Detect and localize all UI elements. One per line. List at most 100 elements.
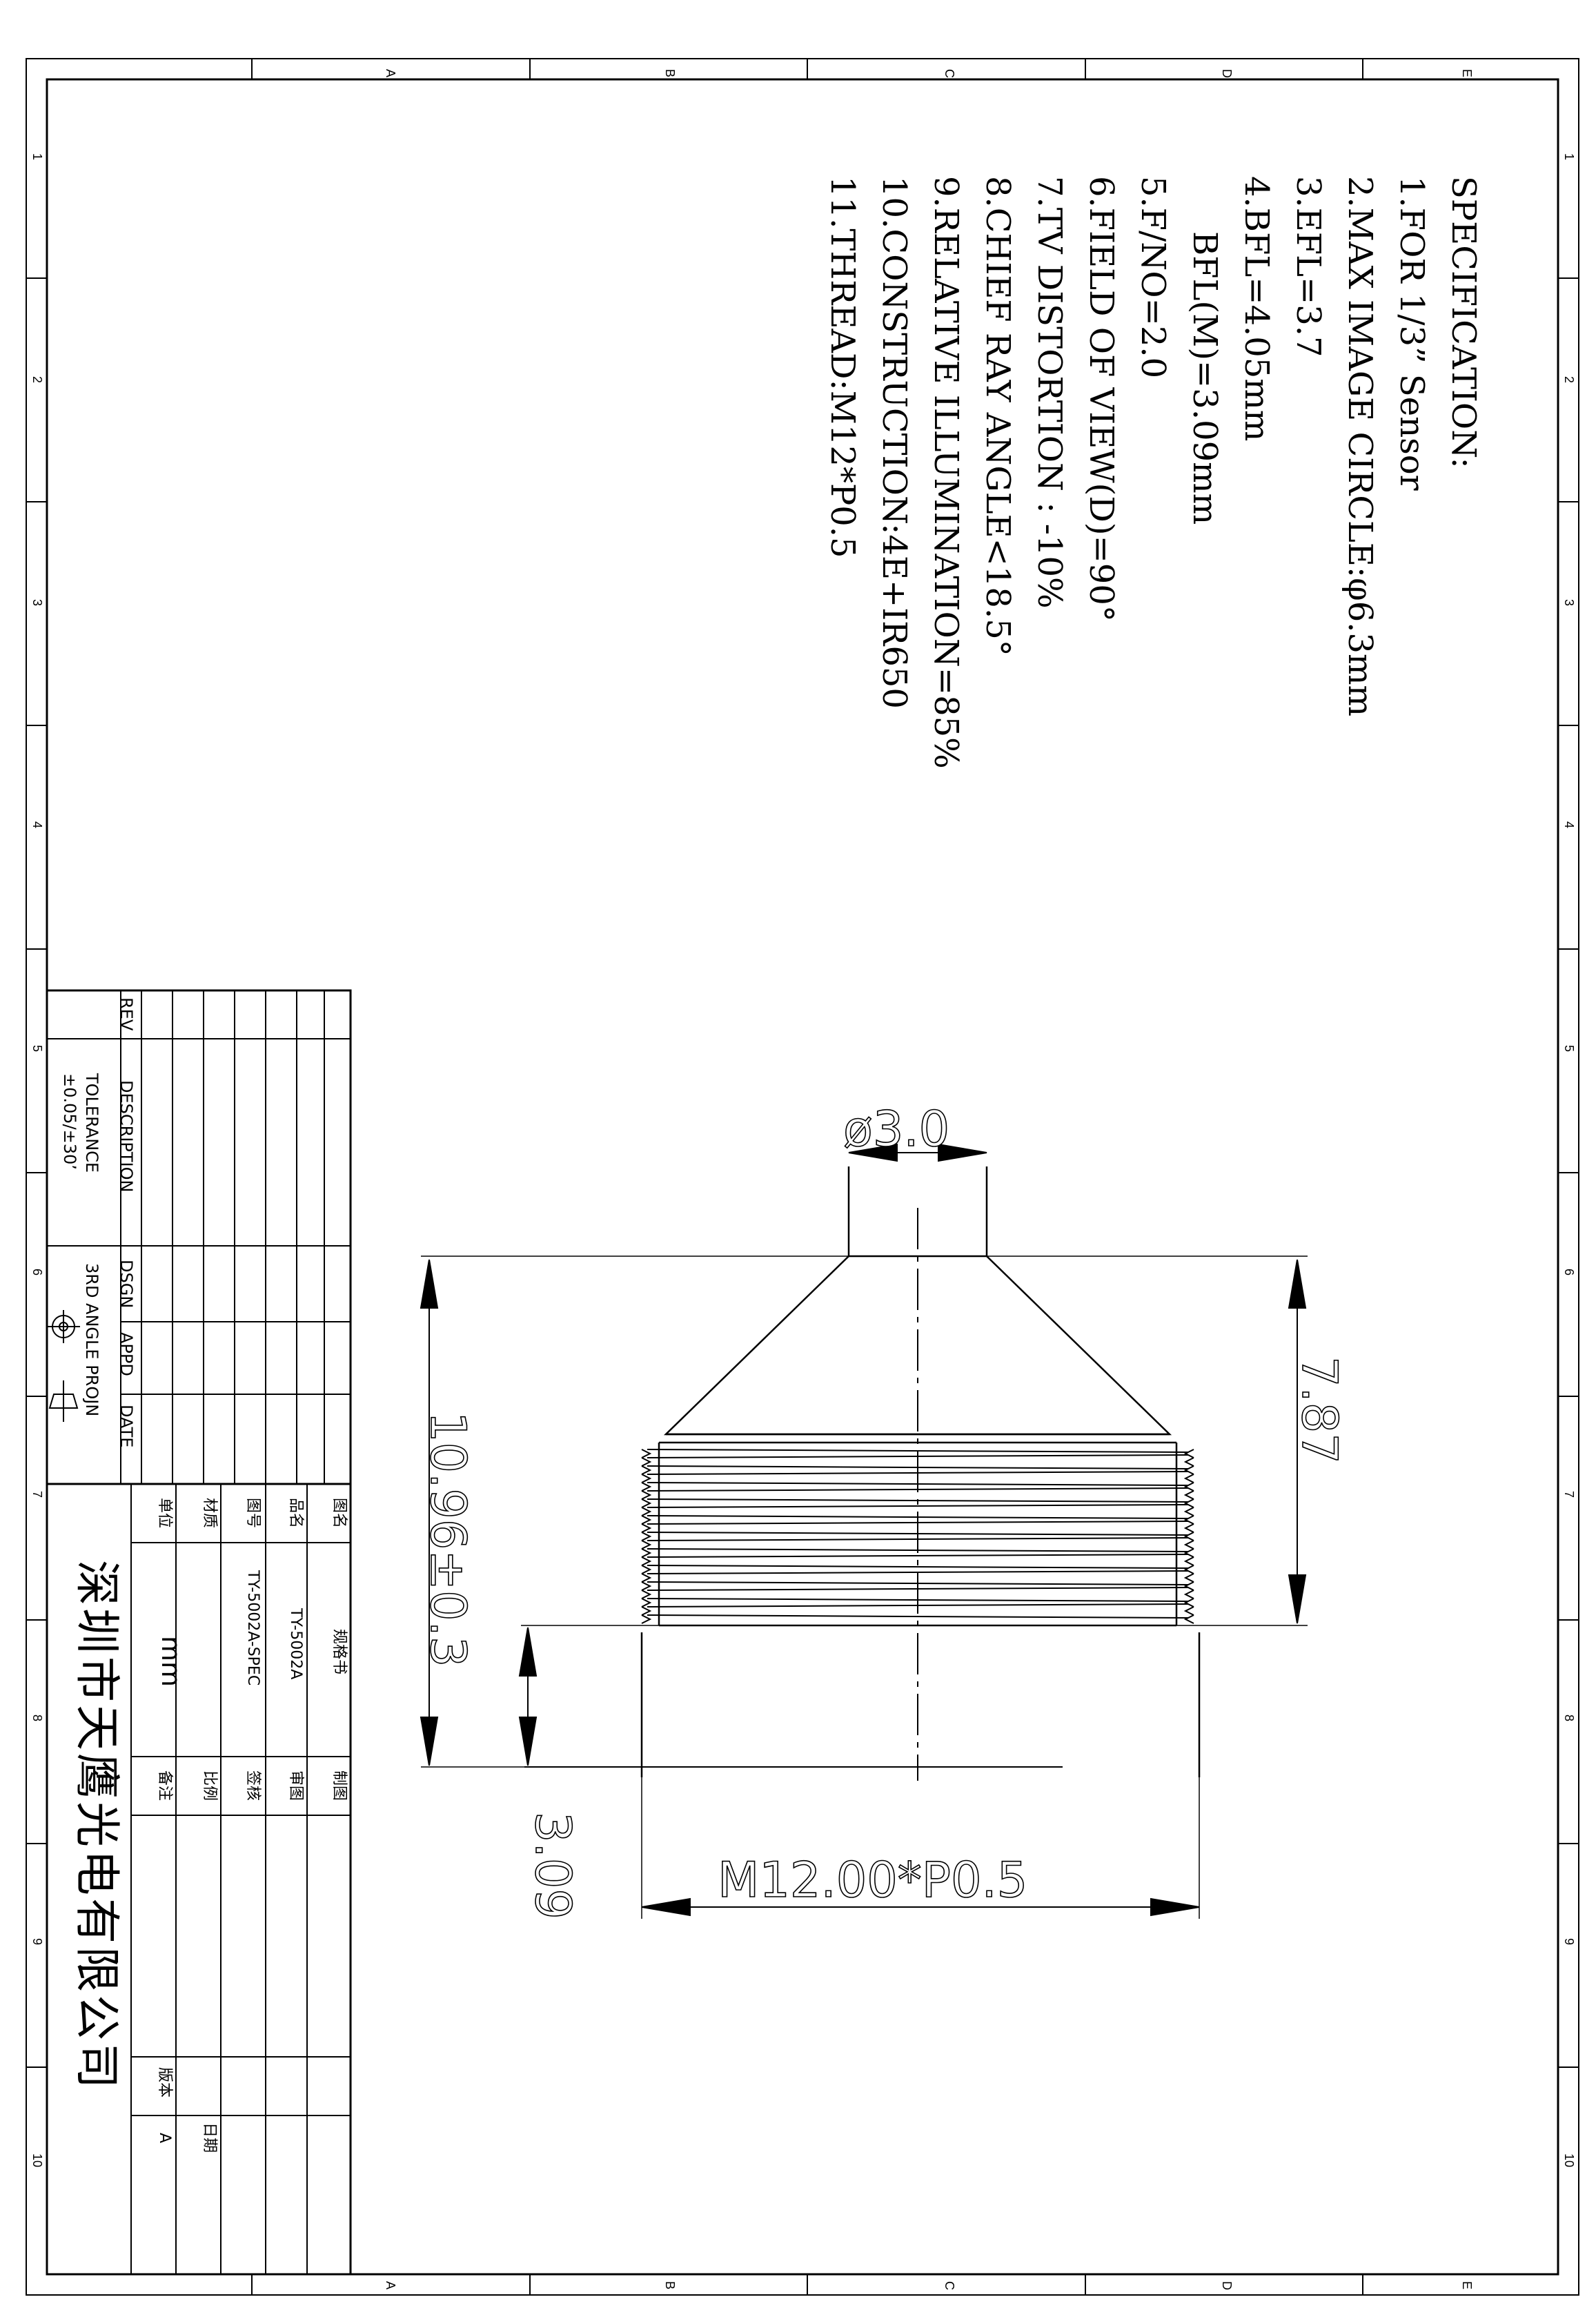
thread-tooth-left [641,1540,652,1550]
drawn-label: 制图 [331,1770,348,1801]
thread-tooth-left [641,1507,652,1516]
spec-line-3: 3.EFL=3.7 [1289,176,1328,358]
unit-label: 单位 [156,1498,173,1528]
thread-tooth-left [641,1581,652,1591]
dim-height-cone: 7.87 [1291,1356,1348,1464]
spec-line-10: 10.CONSTRUCTION:4E+IR650 [875,176,914,709]
thread-line [647,1548,1189,1552]
drawing-frame: A B C D E A B C D E 1 2 3 4 5 6 7 8 9 10… [26,58,1579,2296]
spec-line-9: 9.RELATIVE ILLUMINATION=85% [927,176,965,769]
product-value: TY-5002A [287,1608,304,1679]
version-label: 版本 [156,2067,173,2098]
thread-lines [641,1449,1194,1624]
zone-number-7-right: 7 [1562,1491,1576,1498]
date-label: DATE [117,1405,136,1447]
thread-line [647,1598,1189,1602]
arrow-height-cone-top [1288,1259,1307,1309]
thread-tooth-left [641,1474,652,1483]
zone-letter-c-top: C [943,69,956,78]
fig-name-label: 图名 [331,1498,348,1528]
spec-line-11: 11.THREAD:M12*P0.5 [823,176,862,558]
thread-tooth-right [1183,1548,1194,1558]
zone-ticks-horizontal [251,59,1363,2295]
spec-line-8: 8.CHIEF RAY ANGLE<18.5° [978,176,1017,656]
thread-tooth-left [641,1573,652,1583]
remark-label: 备注 [156,1770,173,1801]
arrow-top-diameter-right [938,1143,987,1162]
zone-number-7-left: 7 [30,1491,44,1498]
arrow-thread-right [1150,1897,1200,1917]
zone-number-8-left: 8 [30,1714,44,1721]
date-cn-label: 日期 [201,2122,218,2153]
thread-line [647,1554,1189,1558]
thread-tooth-left [641,1606,652,1616]
arrow-total-length-top [420,1259,439,1309]
dimension-annotations [420,1143,1307,1917]
thread-line [647,1515,1189,1519]
zone-letter-b-top: B [663,69,677,77]
thread-tooth-right [1183,1581,1194,1591]
thread-line [647,1532,1189,1536]
projection-label: 3RD ANGLE PROJN [82,1263,101,1416]
zone-letter-d-bottom: D [1220,2281,1234,2290]
thread-tooth-right [1183,1540,1194,1550]
scale-label: 比例 [201,1770,218,1801]
thread-tooth-right [1183,1556,1194,1566]
drawing-no-label: 图号 [244,1498,262,1528]
approve-label: 签核 [244,1770,262,1801]
dim-thread: M12.00*P0.5 [718,1852,1027,1908]
thread-tooth-right [1183,1449,1194,1458]
zone-number-4-left: 4 [30,821,44,828]
arrow-total-length-bottom [420,1717,439,1766]
thread-line [647,1581,1189,1585]
thread-tooth-right [1183,1565,1194,1574]
zone-letter-a-top: A [384,69,397,77]
thread-tooth-right [1183,1606,1194,1616]
third-angle-projection-icon [47,1310,80,1422]
zone-letter-c-bottom: C [943,2281,956,2290]
thread-tooth-right [1183,1598,1194,1608]
zone-letter-e-top: E [1460,69,1474,77]
thread-line [647,1603,1189,1608]
zone-number-10-right: 10 [1562,2153,1576,2167]
zone-number-1-right: 1 [1562,153,1576,160]
thread-tooth-left [641,1515,652,1525]
dim-top-diameter: ø3.0 [843,1101,949,1157]
fig-name-value: 规格书 [331,1629,348,1674]
spec-line-4b: BFL(M)=3.09mm [1185,231,1224,525]
thread-line [647,1465,1189,1469]
arrow-back-length-top [518,1627,538,1677]
dim-total-length: 10.96±0.3 [420,1411,476,1667]
zone-number-2-left: 2 [30,376,44,383]
thread-tooth-left [641,1556,652,1566]
zone-number-9-left: 9 [30,1938,44,1945]
zone-number-3-right: 3 [1562,599,1576,606]
thread-line [647,1454,1189,1458]
arrow-thread-left [641,1897,691,1917]
company-name: 深圳市天鹰光电有限公司 [70,1560,124,2091]
zone-number-4-right: 4 [1562,821,1576,828]
thread-tooth-right [1183,1457,1194,1467]
zone-letter-e-bottom: E [1460,2281,1474,2289]
zone-number-9-right: 9 [1562,1938,1576,1945]
thread-tooth-right [1183,1482,1194,1492]
zone-letter-d-top: D [1220,69,1234,78]
zone-number-5-right: 5 [1562,1045,1576,1052]
spec-line-6: 6.FIELD OF VIEW(D)=90° [1082,176,1121,622]
thread-tooth-right [1183,1490,1194,1500]
thread-line [647,1449,1189,1453]
version-value: A [156,2133,173,2143]
review-label: 审图 [287,1770,304,1801]
thread-tooth-left [641,1490,652,1500]
thread-tooth-left [641,1449,652,1458]
zone-letter-b-bottom: B [663,2281,677,2289]
thread-line [647,1482,1189,1486]
thread-line [647,1471,1189,1475]
lens-drawing [421,1166,1308,1919]
spec-title: SPECIFICATION: [1444,176,1483,469]
thread-tooth-right [1183,1465,1194,1475]
thread-tooth-right [1183,1507,1194,1516]
thread-tooth-left [641,1590,652,1599]
thread-tooth-left [641,1523,652,1533]
